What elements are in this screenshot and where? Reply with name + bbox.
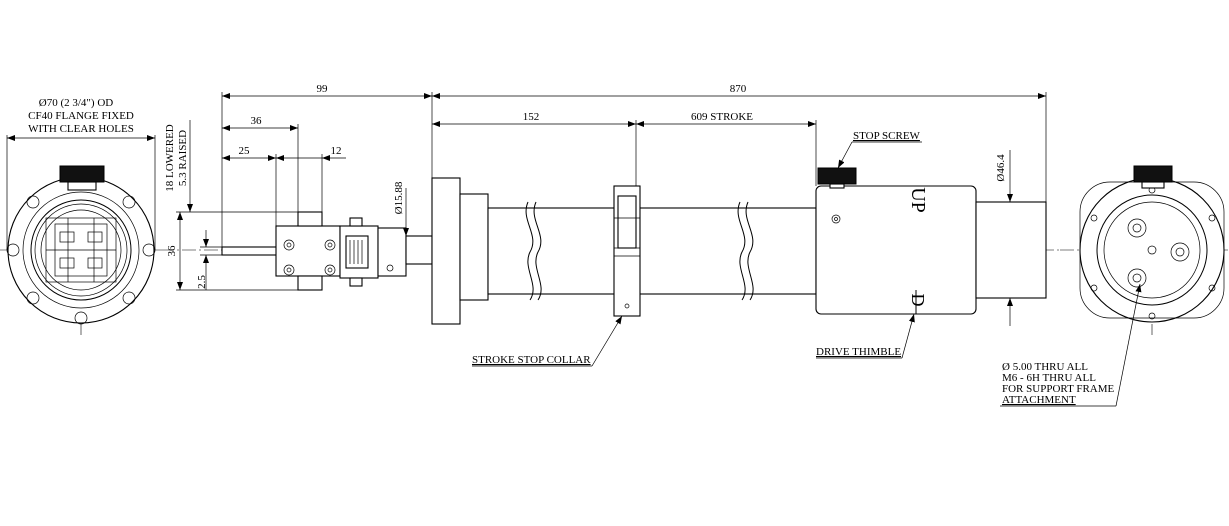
hole-note-line2: M6 - 6H THRU ALL [1002, 372, 1096, 384]
dim-99: 99 [317, 83, 329, 95]
drive-body [815, 167, 1047, 315]
dim-152: 152 [523, 111, 540, 123]
dim-5-3-raised: 5.3 RAISED [177, 130, 189, 186]
main-tube [487, 201, 817, 301]
hole-note-line3: FOR SUPPORT FRAME [1002, 383, 1115, 395]
stroke-stop-collar [613, 185, 641, 317]
probe-head [221, 211, 433, 291]
mounting-flange-side [431, 177, 489, 325]
dim-18-lowered: 18 LOWERED [164, 124, 176, 192]
dim-609-stroke: 609 STROKE [691, 111, 753, 123]
dim-dia-46-4: Ø46.4 [995, 154, 1007, 182]
flange-note-line2: CF40 FLANGE FIXED [28, 110, 134, 122]
dim-dia-15-88: Ø15.88 [393, 181, 405, 214]
callout-drive-thimble: DRIVE THIMBLE [816, 346, 901, 358]
dim-36-top: 36 [251, 115, 263, 127]
dim-25: 25 [239, 145, 251, 157]
dim-2-5: 2.5 [196, 275, 208, 289]
dim-36-side: 36 [166, 245, 178, 257]
flange-note-line3: WITH CLEAR HOLES [28, 123, 134, 135]
hole-note-line1: Ø 5.00 THRU ALL [1002, 361, 1088, 373]
callout-stroke-stop-collar: STROKE STOP COLLAR [472, 354, 591, 366]
flange-note-line1: Ø70 (2 3/4") OD [39, 97, 114, 109]
dim-12: 12 [331, 145, 342, 157]
callout-stop-screw: STOP SCREW [853, 130, 921, 142]
hole-note-line4: ATTACHMENT [1002, 394, 1076, 406]
right-end-view [1060, 165, 1229, 335]
dim-870: 870 [730, 83, 747, 95]
left-flange-end-view [0, 165, 160, 335]
thimble-down-mark: D [908, 294, 928, 307]
thimble-up-mark: UP [907, 187, 929, 213]
